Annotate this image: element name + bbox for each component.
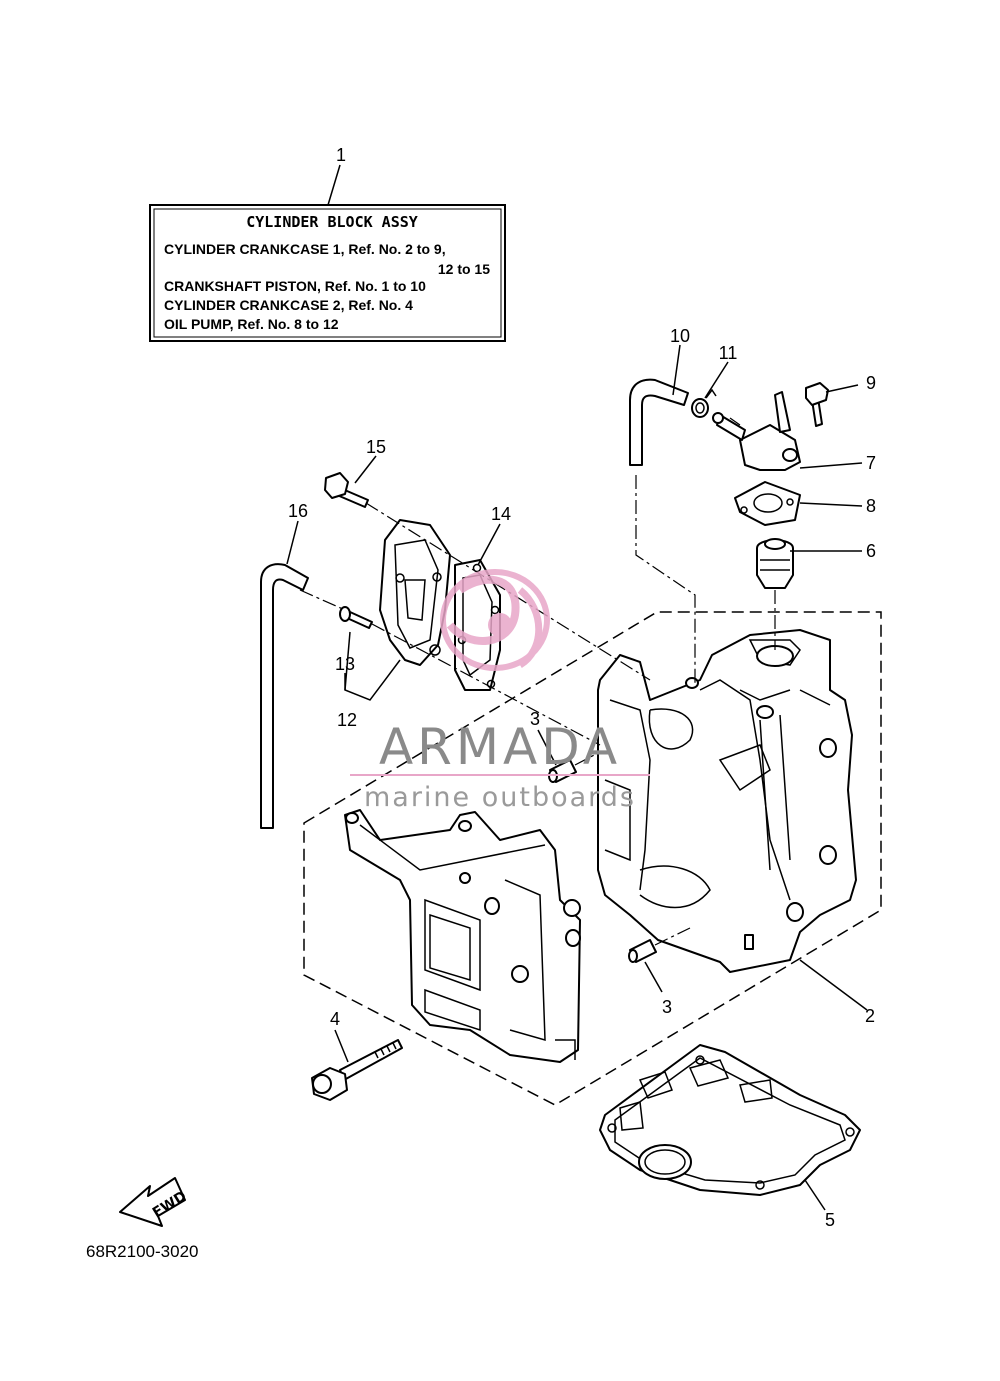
bolt-4: [311, 1039, 403, 1101]
clip-11: [691, 388, 717, 418]
callout-6: 6: [866, 541, 876, 561]
callout-7: 7: [866, 453, 876, 473]
callout-5: 5: [825, 1210, 835, 1230]
assembly-line-2: 12 to 15: [438, 261, 490, 277]
callout-3-lower: 3: [662, 997, 672, 1017]
crankcase-cover: [344, 809, 581, 1063]
assembly-line-5: OIL PUMP, Ref. No. 8 to 12: [164, 316, 339, 332]
armada-logo-icon: [440, 569, 550, 671]
assembly-outline: [303, 611, 882, 1106]
dowel-pin-lower: [628, 939, 657, 963]
watermark-tagline: marine outboards: [364, 782, 636, 813]
gasket-5: [599, 1044, 861, 1196]
gasket-8: [734, 481, 801, 526]
assembly-line-1: CYLINDER CRANKCASE 1, Ref. No. 2 to 9,: [164, 241, 446, 257]
watermark: ARMADA marine outboards: [350, 718, 650, 813]
callout-8: 8: [866, 496, 876, 516]
thermostat-cover-7: [712, 391, 801, 471]
callout-2: 2: [865, 1006, 875, 1026]
leader-lines: [286, 164, 868, 1211]
callout-12: 12: [337, 710, 357, 730]
cylinder-crankcase-block: [597, 629, 857, 973]
bolt-15: [324, 472, 369, 508]
diagram-part-number: 68R2100-3020: [86, 1242, 198, 1261]
hose-10: [629, 378, 689, 466]
callout-14: 14: [491, 504, 511, 524]
assembly-info-box: CYLINDER BLOCK ASSY CYLINDER CRANKCASE 1…: [149, 204, 506, 342]
fwd-arrow-icon: FWD: [119, 1177, 189, 1227]
callout-9: 9: [866, 373, 876, 393]
callout-1: 1: [336, 145, 346, 165]
watermark-brand: ARMADA: [379, 718, 621, 776]
callout-15: 15: [366, 437, 386, 457]
bolt-9: [805, 382, 829, 427]
hose-16: [260, 563, 309, 829]
callout-3-upper: 3: [530, 709, 540, 729]
callout-16: 16: [288, 501, 308, 521]
bolt-13: [339, 606, 373, 629]
callout-13: 13: [335, 654, 355, 674]
assembly-title: CYLINDER BLOCK ASSY: [246, 213, 418, 231]
callout-numbers: 1 2 3 3 4 5 6 7 8 9 10 11 12 13 14 15 16: [288, 145, 876, 1230]
callout-10: 10: [670, 326, 690, 346]
assembly-line-3: CRANKSHAFT PISTON, Ref. No. 1 to 10: [164, 278, 426, 294]
alignment-lines: [299, 417, 776, 946]
assembly-line-4: CYLINDER CRANKCASE 2, Ref. No. 4: [164, 297, 413, 313]
exhaust-cover-12: [379, 519, 451, 666]
callout-4: 4: [330, 1009, 340, 1029]
thermostat-6: [756, 538, 794, 589]
callout-11: 11: [719, 343, 738, 363]
